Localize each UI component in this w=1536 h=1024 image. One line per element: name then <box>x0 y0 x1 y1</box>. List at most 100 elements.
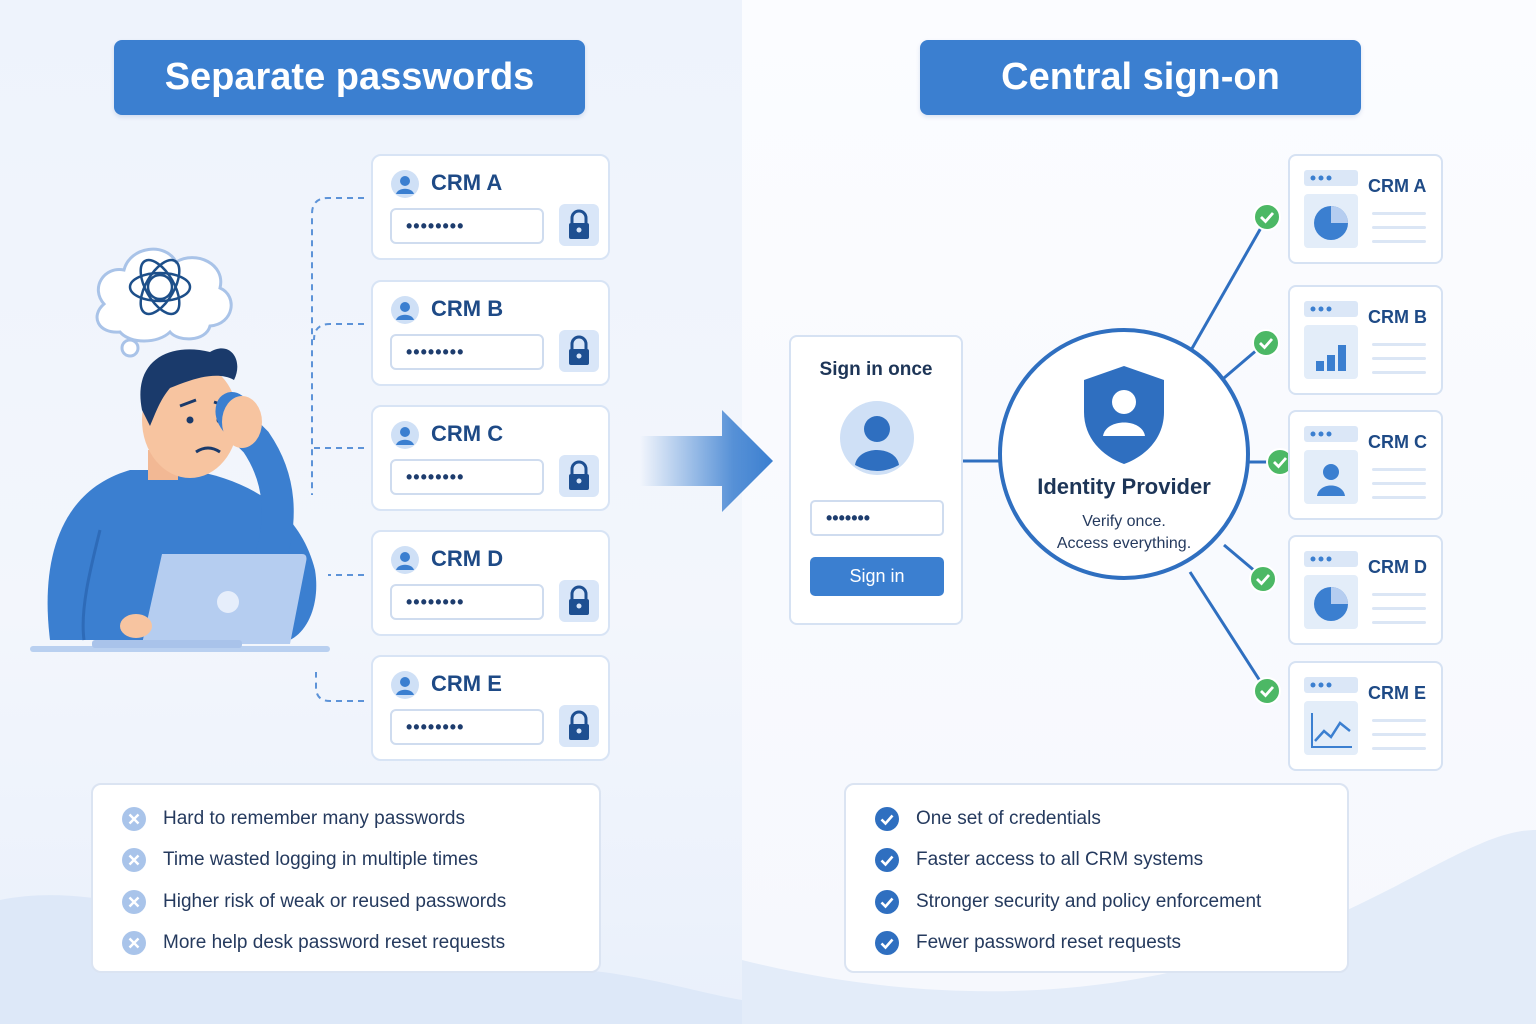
credential-title: CRM D <box>431 546 504 571</box>
text-line <box>1372 371 1426 374</box>
text-line <box>1372 482 1426 485</box>
benefit-text: Stronger security and policy enforcement <box>916 891 1262 912</box>
list-item: Stronger security and policy enforcement <box>874 887 1261 917</box>
password-field[interactable]: •••••••• <box>390 334 544 370</box>
shield-user-icon <box>1084 366 1164 464</box>
text-line <box>1372 719 1426 722</box>
list-item: Hard to remember many passwords <box>121 804 465 834</box>
crm-app-card-c[interactable]: CRM C <box>1288 410 1443 520</box>
lock-icon <box>559 455 599 497</box>
credential-card-crm-d: CRM D •••••••• <box>371 530 610 636</box>
identity-provider-line1: Verify once. <box>1082 513 1166 530</box>
credential-title: CRM B <box>431 296 504 321</box>
drawback-text: More help desk password reset requests <box>163 932 506 953</box>
password-field[interactable]: ••••••• <box>810 500 944 536</box>
identity-provider-title: Identity Provider <box>1037 474 1211 499</box>
credential-card-crm-a: CRM A •••••••• <box>371 154 610 260</box>
password-field[interactable]: •••••••• <box>390 459 544 495</box>
crm-app-card-a[interactable]: CRM A <box>1288 154 1443 264</box>
check-circle-icon <box>875 807 899 831</box>
thought-bubble <box>95 247 233 358</box>
list-item: More help desk password reset requests <box>121 928 505 958</box>
credential-card-crm-c: CRM C •••••••• <box>371 405 610 511</box>
banner-title: Separate passwords <box>164 56 535 98</box>
user-icon <box>391 546 419 574</box>
text-line <box>1372 343 1426 346</box>
check-circle-icon <box>875 890 899 914</box>
x-circle-icon <box>122 848 146 872</box>
text-line <box>1372 621 1426 624</box>
credential-title: CRM E <box>431 671 502 696</box>
text-line <box>1372 607 1426 610</box>
text-line <box>1372 747 1426 750</box>
check-circle-icon <box>1253 203 1281 231</box>
drawback-text: Hard to remember many passwords <box>163 808 465 829</box>
sign-in-heading: Sign in once <box>819 359 933 380</box>
x-circle-icon <box>122 807 146 831</box>
check-circle-icon <box>1253 677 1281 705</box>
pie-chart-icon <box>1304 575 1358 629</box>
window-dots-icon <box>1304 301 1358 317</box>
text-line <box>1372 212 1426 215</box>
app-title: CRM D <box>1368 557 1427 577</box>
app-title: CRM C <box>1368 432 1427 452</box>
identity-provider-line2: Access everything. <box>1056 535 1192 552</box>
banner-title: Central sign-on <box>1001 56 1280 98</box>
background-wave <box>742 830 1536 1024</box>
avatar <box>840 401 914 475</box>
check-circle-icon <box>1252 329 1280 357</box>
lock-icon <box>559 204 599 246</box>
password-field[interactable]: •••••••• <box>390 584 544 620</box>
transition-arrow-icon <box>640 410 773 512</box>
credential-card-crm-e: CRM E •••••••• <box>371 655 610 761</box>
bar-chart-icon <box>1304 325 1358 379</box>
lock-icon <box>559 580 599 622</box>
window-dots-icon <box>1304 426 1358 442</box>
x-circle-icon <box>122 890 146 914</box>
window-dots-icon <box>1304 551 1358 567</box>
window-dots-icon <box>1304 170 1358 186</box>
app-title: CRM B <box>1368 307 1427 327</box>
text-line <box>1372 468 1426 471</box>
text-line <box>1372 496 1426 499</box>
list-item: One set of credentials <box>874 804 1101 834</box>
list-item: Higher risk of weak or reused passwords <box>121 887 506 917</box>
text-line <box>1372 733 1426 736</box>
lock-icon <box>559 330 599 372</box>
text-line <box>1372 240 1426 243</box>
text-line <box>1372 357 1426 360</box>
crm-app-card-e[interactable]: CRM E <box>1288 661 1443 771</box>
user-icon <box>391 671 419 699</box>
check-circle-icon <box>1249 565 1277 593</box>
crm-app-card-d[interactable]: CRM D <box>1288 535 1443 645</box>
credential-title: CRM C <box>431 421 504 446</box>
user-icon <box>1304 450 1358 504</box>
user-icon <box>391 421 419 449</box>
password-field[interactable]: •••••••• <box>390 709 544 745</box>
list-item: Time wasted logging in multiple times <box>121 845 478 875</box>
crm-app-card-b[interactable]: CRM B <box>1288 285 1443 395</box>
credential-card-crm-b: CRM B •••••••• <box>371 280 610 386</box>
drawback-text: Time wasted logging in multiple times <box>163 849 479 870</box>
benefit-text: One set of credentials <box>916 808 1101 829</box>
check-circle-icon <box>875 848 899 872</box>
check-circle-icon <box>875 931 899 955</box>
text-line <box>1372 226 1426 229</box>
x-circle-icon <box>122 931 146 955</box>
tangled-thoughts-icon <box>128 258 192 316</box>
benefit-text: Faster access to all CRM systems <box>916 849 1204 870</box>
app-title: CRM A <box>1368 176 1427 196</box>
pie-chart-icon <box>1304 194 1358 248</box>
sign-in-button[interactable]: Sign in <box>810 557 944 596</box>
list-item: Fewer password reset requests <box>874 928 1181 958</box>
benefit-text: Fewer password reset requests <box>916 932 1182 953</box>
user-icon <box>391 170 419 198</box>
drawbacks-list: Hard to remember many passwords Time was… <box>91 783 601 973</box>
user-icon <box>391 296 419 324</box>
central-sign-on-banner: Central sign-on <box>920 40 1361 115</box>
credential-title: CRM A <box>431 170 503 195</box>
drawback-text: Higher risk of weak or reused passwords <box>163 891 507 912</box>
separate-passwords-banner: Separate passwords <box>114 40 585 115</box>
password-field[interactable]: •••••••• <box>390 208 544 244</box>
